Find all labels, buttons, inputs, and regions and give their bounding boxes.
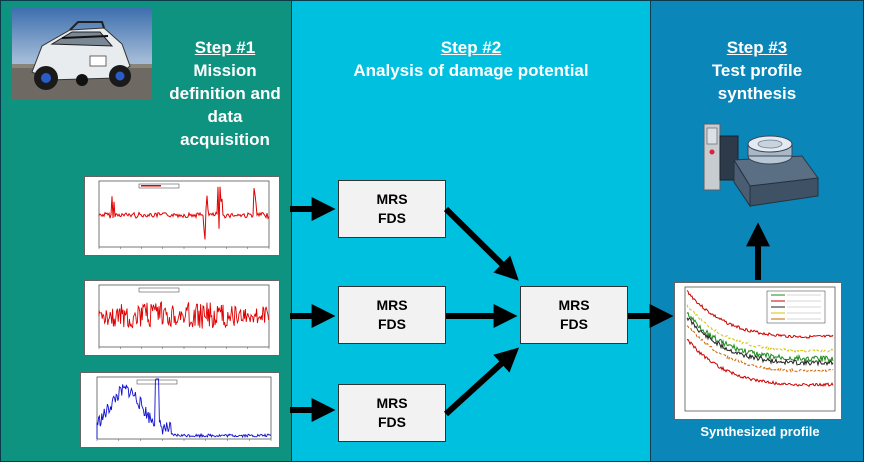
- synthesized-profile-label: Synthesized profile: [700, 424, 820, 439]
- step2-line-1: Analysis of damage potential: [353, 61, 589, 80]
- mrs-fds-box-3: MRS FDS: [338, 384, 446, 442]
- mrs-label: MRS: [376, 191, 408, 207]
- fds-label: FDS: [560, 316, 588, 332]
- signal-thumbnail-random: [84, 280, 280, 356]
- mrs-label: MRS: [376, 395, 408, 411]
- step1-title: Step #1 Mission definition and data acqu…: [160, 36, 290, 151]
- step2-title: Step #2 Analysis of damage potential: [291, 36, 651, 82]
- step2-heading: Step #2: [440, 38, 502, 57]
- step1-line-4: acquisition: [180, 130, 270, 149]
- step1-line-3: data: [207, 107, 243, 126]
- step1-line-1: Mission: [193, 61, 257, 80]
- step1-line-2: definition and: [169, 84, 281, 103]
- synthesized-profile-plot: [674, 282, 842, 420]
- fds-label: FDS: [378, 316, 406, 332]
- mrs-fds-box-2: MRS FDS: [338, 286, 446, 344]
- mrs-label: MRS: [376, 297, 408, 313]
- mrs-fds-box-1: MRS FDS: [338, 180, 446, 238]
- vehicle-photo-icon: [12, 8, 152, 100]
- signal-thumbnail-shocks: [84, 176, 280, 256]
- mrs-fds-box-combined: MRS FDS: [520, 286, 628, 344]
- vibration-shaker-icon: [690, 116, 826, 212]
- mrs-label: MRS: [558, 297, 590, 313]
- fds-label: FDS: [378, 210, 406, 226]
- step1-heading: Step #1: [194, 38, 256, 57]
- signal-thumbnail-spectrum: [80, 372, 280, 448]
- fds-label: FDS: [378, 414, 406, 430]
- step3-title: Step #3 Test profile synthesis: [650, 36, 864, 105]
- step3-line-1: Test profile: [711, 61, 803, 80]
- step3-heading: Step #3: [726, 38, 788, 57]
- step3-line-2: synthesis: [717, 84, 797, 103]
